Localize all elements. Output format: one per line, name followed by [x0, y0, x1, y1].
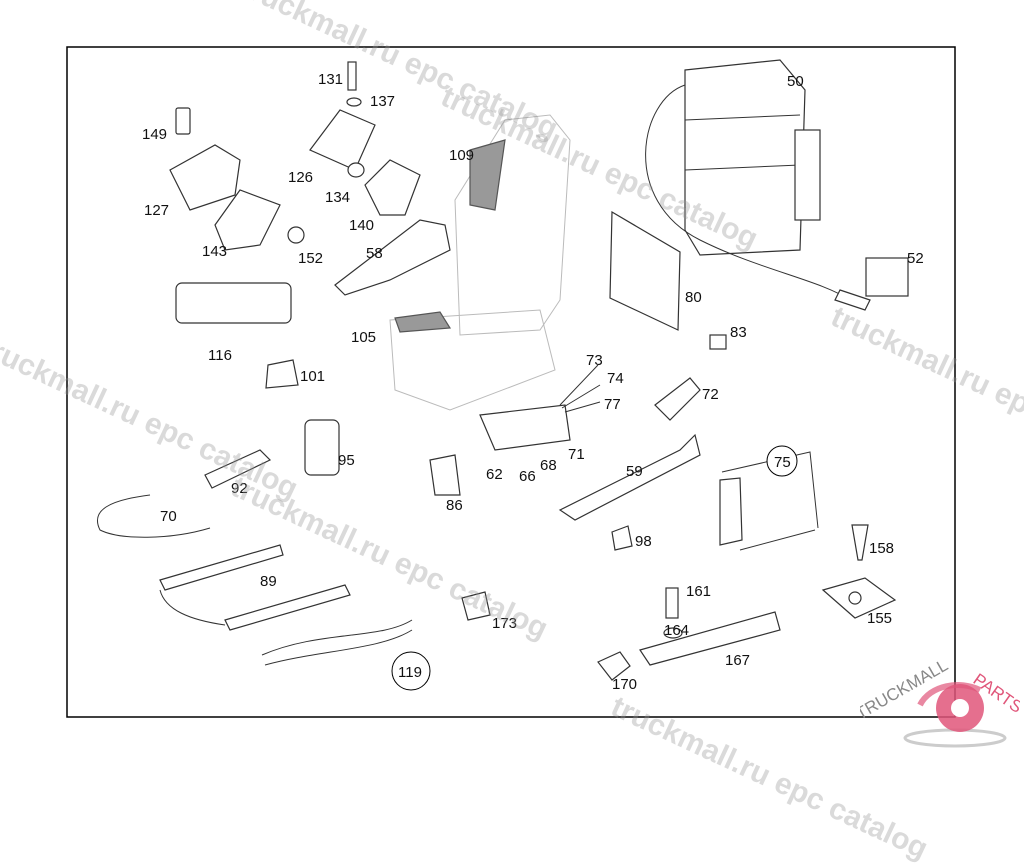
label-155[interactable]: 155 [867, 610, 892, 627]
label-131[interactable]: 131 [318, 71, 343, 88]
label-164[interactable]: 164 [664, 622, 689, 639]
label-101[interactable]: 101 [300, 368, 325, 385]
label-89[interactable]: 89 [260, 573, 277, 590]
label-72[interactable]: 72 [702, 386, 719, 403]
label-140[interactable]: 140 [349, 217, 374, 234]
label-126[interactable]: 126 [288, 169, 313, 186]
label-158[interactable]: 158 [869, 540, 894, 557]
label-92[interactable]: 92 [231, 480, 248, 497]
label-73[interactable]: 73 [586, 352, 603, 369]
label-75[interactable]: 75 [774, 454, 791, 471]
label-109[interactable]: 109 [449, 147, 474, 164]
label-74[interactable]: 74 [607, 370, 624, 387]
label-77[interactable]: 77 [604, 396, 621, 413]
truckmall-parts-logo: TRUCKMALL PARTS [860, 660, 1020, 750]
label-98[interactable]: 98 [635, 533, 652, 550]
label-116[interactable]: 116 [208, 347, 232, 364]
label-50[interactable]: 50 [787, 73, 804, 90]
diagram-frame [66, 46, 956, 718]
label-167[interactable]: 167 [725, 652, 750, 669]
label-71[interactable]: 71 [568, 446, 585, 463]
label-59[interactable]: 59 [626, 463, 643, 480]
parts-diagram: 131 137 149 126 134 127 140 143 152 109 … [66, 46, 956, 718]
label-58[interactable]: 58 [366, 245, 383, 262]
label-127[interactable]: 127 [144, 202, 169, 219]
label-62[interactable]: 62 [486, 466, 503, 483]
label-70[interactable]: 70 [160, 508, 177, 525]
label-68[interactable]: 68 [540, 457, 557, 474]
label-95[interactable]: 95 [338, 452, 355, 469]
callout-circle-119 [391, 651, 431, 691]
label-161[interactable]: 161 [686, 583, 711, 600]
label-170[interactable]: 170 [612, 676, 637, 693]
label-105[interactable]: 105 [351, 329, 376, 346]
label-152[interactable]: 152 [298, 250, 323, 267]
label-149[interactable]: 149 [142, 126, 167, 143]
label-83[interactable]: 83 [730, 324, 747, 341]
label-119[interactable]: 119 [398, 664, 422, 681]
label-86[interactable]: 86 [446, 497, 463, 514]
callout-circle-75 [766, 445, 798, 477]
label-52[interactable]: 52 [907, 250, 924, 267]
label-80[interactable]: 80 [685, 289, 702, 306]
label-134[interactable]: 134 [325, 189, 350, 206]
label-137[interactable]: 137 [370, 93, 395, 110]
label-173[interactable]: 173 [492, 615, 517, 632]
label-66[interactable]: 66 [519, 468, 536, 485]
label-143[interactable]: 143 [202, 243, 227, 260]
part-labels: 131 137 149 126 134 127 140 143 152 109 … [142, 71, 924, 693]
seat-outline [389, 114, 571, 411]
part-shapes [97, 59, 909, 681]
